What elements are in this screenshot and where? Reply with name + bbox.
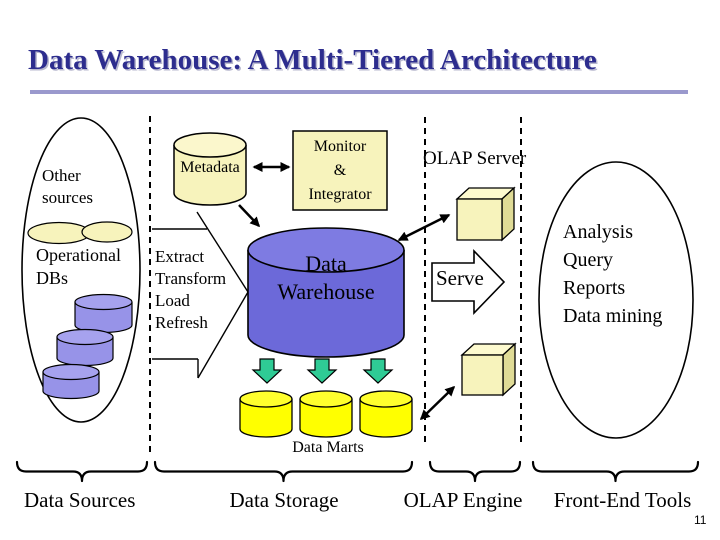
metadata-cylinder-icon xyxy=(173,132,247,206)
data-mart-cylinders-icon xyxy=(239,390,413,438)
olap-server-label: OLAP Server xyxy=(423,148,527,169)
serve-arrow xyxy=(431,249,506,315)
connector-arrows xyxy=(238,162,456,421)
operational-db-cylinders-icon xyxy=(42,293,133,400)
metadata-label: Metadata xyxy=(180,159,240,176)
etl-funnel-lines xyxy=(152,211,249,379)
other-sources-db-icon xyxy=(27,221,133,245)
tier-label-data-sources: Data Sources xyxy=(24,488,136,512)
warehouse-olap-arrow xyxy=(397,213,451,242)
slide-title: Data Warehouse: A Multi-Tiered Architect… xyxy=(28,44,597,76)
other-sources-line2: sources xyxy=(42,188,93,207)
data-marts-label: Data Marts xyxy=(292,439,364,456)
tier-label-data-storage: Data Storage xyxy=(229,488,339,512)
title-rule xyxy=(30,90,688,94)
warehouse-to-marts-arrows xyxy=(251,358,394,384)
other-sources-label: Other sources xyxy=(42,165,93,209)
tier-label-front-end-tools: Front-End Tools xyxy=(553,488,692,512)
other-sources-line1: Other xyxy=(42,166,81,185)
tier-braces xyxy=(15,460,700,483)
tier-label-olap-engine: OLAP Engine xyxy=(403,488,523,512)
olap-server-cube2-icon xyxy=(460,342,517,397)
etl-label: Extract Transform Load Refresh xyxy=(155,247,227,332)
olap-server-cube-icon xyxy=(455,186,516,242)
serve-label: Serve xyxy=(436,266,484,290)
data-warehouse-cylinder-icon xyxy=(247,227,405,358)
metadata-warehouse-arrow xyxy=(238,204,261,228)
monitor-integrator-box xyxy=(292,130,388,211)
monitor-integrator-label: Monitor & Integrator xyxy=(308,137,372,203)
front-end-tools-list: Analysis Query Reports Data mining xyxy=(563,221,663,327)
marts-olap-arrow xyxy=(419,385,456,421)
data-warehouse-label: Data Warehouse xyxy=(277,251,375,304)
operational-dbs-label: Operational DBs xyxy=(36,245,121,288)
front-end-tools-ellipse xyxy=(538,161,694,439)
page-number: 11 xyxy=(694,513,707,527)
tier-separator-lines xyxy=(149,116,522,456)
